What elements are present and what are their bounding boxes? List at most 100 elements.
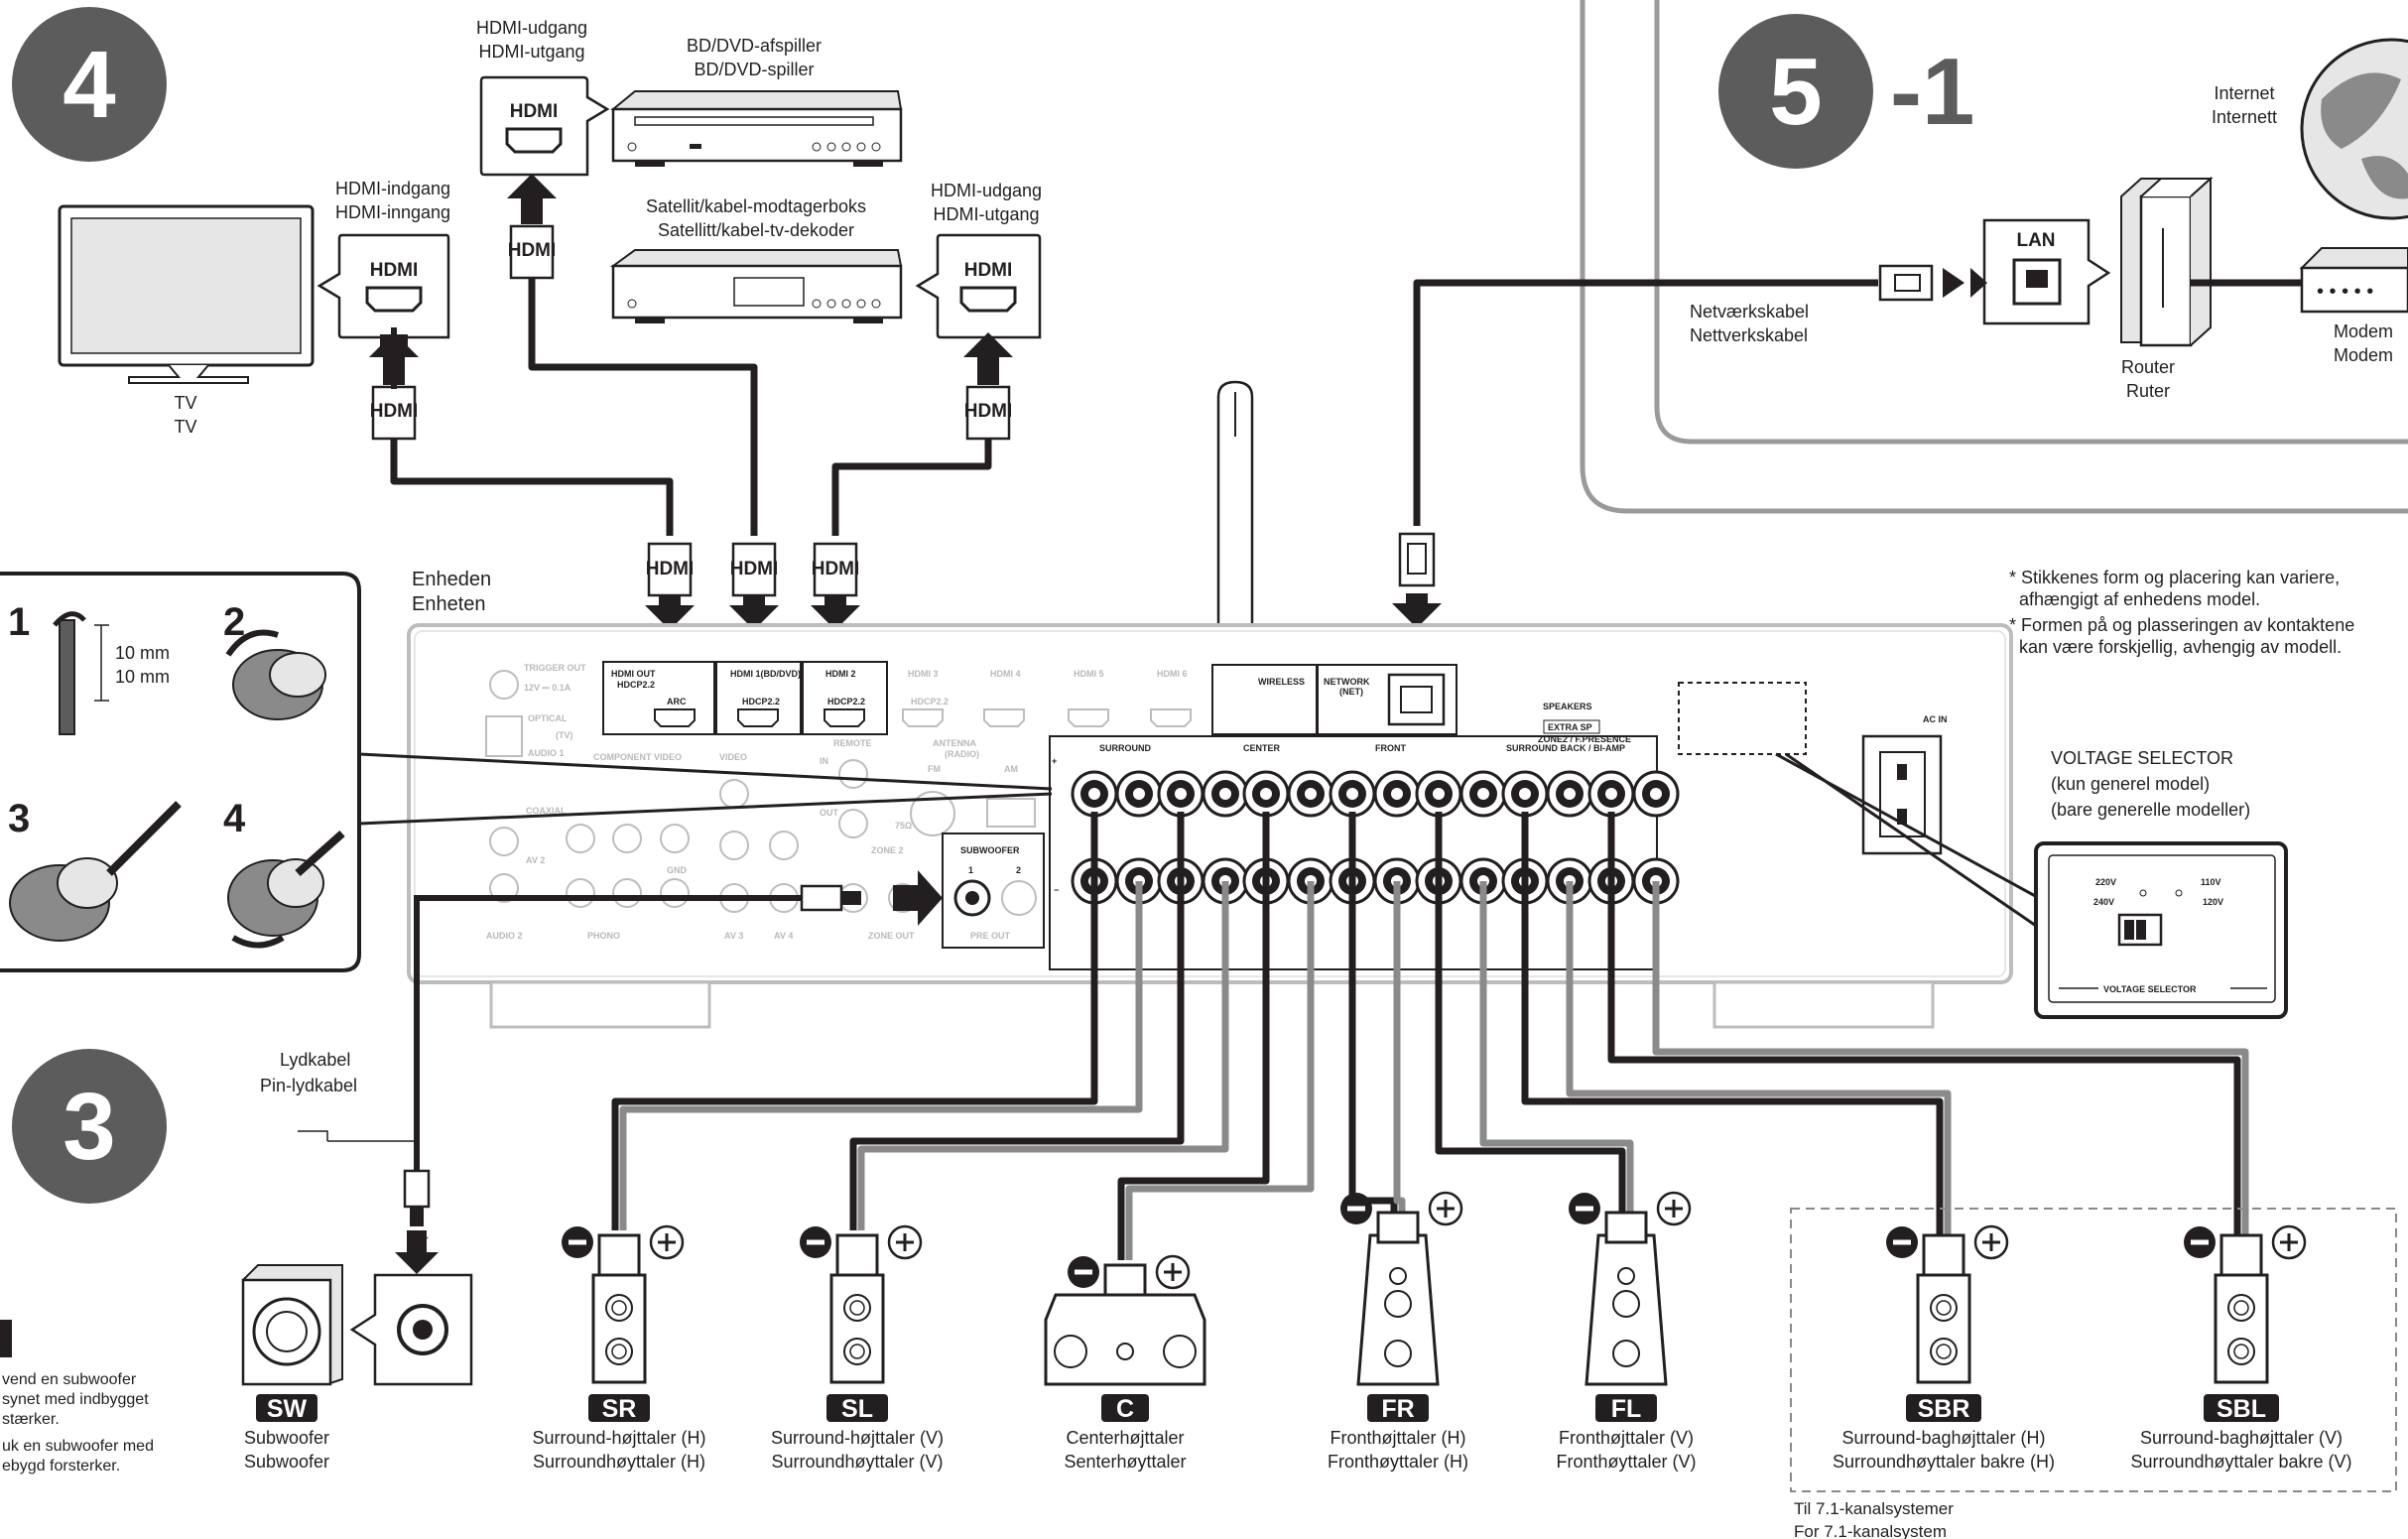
speaker-label: Fronthøjttaler (H)	[1330, 1428, 1465, 1448]
svg-text:HDMI 5: HDMI 5	[1074, 669, 1104, 679]
subwoofer-device	[241, 1264, 343, 1386]
speaker-cables	[611, 812, 2249, 1260]
wire-measure-no: 10 mm	[115, 667, 170, 687]
network-plug	[1392, 532, 1442, 628]
binding-post	[1415, 770, 1462, 818]
speaker-label: Fronthøjttaler (V)	[1559, 1428, 1694, 1448]
plus-icon	[1656, 1191, 1692, 1226]
step-4-number: 4	[63, 32, 115, 138]
binding-post	[1459, 770, 1507, 818]
plug-out-text: HDMI	[646, 559, 695, 579]
svg-text:ebygd forsterker.: ebygd forsterker.	[2, 1458, 120, 1475]
sat-label-da: Satellit/kabel-modtagerboks	[646, 196, 866, 216]
minus-icon	[1068, 1256, 1099, 1288]
binding-post	[1632, 770, 1680, 818]
tv-label-da: TV	[174, 393, 196, 413]
speaker-label: Fronthøyttaler (H)	[1328, 1452, 1468, 1472]
svg-text:TRIGGER OUT: TRIGGER OUT	[524, 663, 586, 673]
svg-text:COAXIAL: COAXIAL	[526, 806, 567, 816]
speaker-label: Surroundhøyttaler bakre (V)	[2130, 1452, 2351, 1472]
svg-text:2: 2	[1016, 865, 1021, 875]
tv-plug-text: HDMI	[370, 401, 419, 422]
subwoofer-note: vend en subwoofer synet med indbygget st…	[0, 1320, 154, 1475]
bd-label-no: BD/DVD-spiller	[694, 60, 814, 79]
svg-text:AV 2: AV 2	[526, 855, 545, 865]
speaker-tag: SW	[267, 1395, 308, 1423]
svg-text:(kun generel model): (kun generel model)	[2051, 774, 2210, 794]
netcable-label-no: Nettverkskabel	[1690, 325, 1808, 345]
minus-icon	[562, 1226, 593, 1258]
unit-label-da: Enheden	[412, 569, 491, 590]
bd-port-label-da: HDMI-udgang	[476, 18, 587, 38]
tv-hdmi-port-box: HDMI	[317, 233, 450, 339]
svg-text:(RADIO): (RADIO)	[945, 749, 979, 759]
svg-text:synet med indbygget: synet med indbygget	[2, 1391, 149, 1408]
svg-text:(TV): (TV)	[556, 730, 573, 740]
speaker-label: Fronthøyttaler (V)	[1556, 1452, 1696, 1472]
speaker-tag: C	[1116, 1395, 1134, 1423]
binding-post	[1115, 770, 1163, 818]
speaker-terminal-icon	[225, 629, 326, 720]
svg-text:240V: 240V	[2093, 897, 2114, 907]
panel-hdmi-out: HDMI OUT	[611, 669, 656, 679]
speaker-label: Surround-højttaler (V)	[771, 1428, 944, 1448]
svg-text:* Stikkenes form og placering: * Stikkenes form og placering kan varier…	[2009, 568, 2340, 587]
router-device: Router Ruter	[2120, 176, 2214, 401]
hdmi-port-icon	[959, 286, 1017, 313]
svg-text:HDCP2.2: HDCP2.2	[911, 697, 949, 706]
left-panel-labels: TRIGGER OUT 12V ⎓ 0.1A OPTICAL (TV) AUDI…	[486, 663, 1018, 941]
router-label-da: Router	[2121, 357, 2175, 377]
minus-icon	[2184, 1226, 2216, 1258]
receiver-hdmi-plugs: HDMI HDMI HDMI	[645, 542, 860, 630]
speaker-label: Senterhøyttaler	[1064, 1452, 1186, 1472]
tv-device: TV TV	[58, 204, 315, 437]
svg-text:ZONE2 / F.PRESENCE: ZONE2 / F.PRESENCE	[1538, 734, 1631, 744]
internet-label-no: Internett	[2212, 107, 2277, 127]
plus-icon	[1155, 1254, 1191, 1290]
svg-text:IN: IN	[820, 756, 828, 766]
speaker-tag: FL	[1611, 1395, 1642, 1423]
svg-text:HDCP2.2: HDCP2.2	[742, 697, 780, 706]
seven-one-label-da: Til 7.1-kanalsystemer	[1794, 1499, 1954, 1518]
svg-text:+: +	[1052, 756, 1057, 766]
svg-text:* Formen på og plasseringen av: * Formen på og plasseringen av kontakten…	[2009, 615, 2354, 635]
step-5-badge: 5 -1	[1718, 14, 1974, 169]
speakers-row: SWSubwooferSubwooferSRSurround-højttaler…	[244, 1191, 2352, 1472]
svg-text:HDMI 3: HDMI 3	[908, 669, 939, 679]
binding-post	[1546, 770, 1593, 818]
sat-label-no: Satellitt/kabel-tv-dekoder	[658, 220, 854, 240]
panel-speakers: SPEAKERS	[1543, 702, 1592, 711]
speaker-tag: SL	[841, 1395, 873, 1423]
wire-step-4: 4	[223, 797, 246, 840]
svg-text:VIDEO: VIDEO	[719, 752, 747, 762]
svg-text:afhængigt af enhedens model.: afhængigt af enhedens model.	[2009, 589, 2260, 609]
netcable-label-da: Netværkskabel	[1690, 302, 1809, 321]
bd-port-label-no: HDMI-utgang	[478, 42, 584, 62]
subwoofer-cable: Lydkabel Pin-lydkabel	[260, 870, 943, 1274]
plus-icon	[649, 1224, 685, 1260]
router-label-no: Ruter	[2126, 381, 2170, 401]
panel-hdmi2: HDMI 2	[825, 669, 856, 679]
sat-port-label-da: HDMI-udgang	[931, 181, 1042, 200]
minus-icon	[1569, 1193, 1600, 1224]
speaker-tag: SBR	[1918, 1395, 1970, 1423]
binding-post	[1373, 770, 1421, 818]
svg-text:AV 3: AV 3	[724, 931, 743, 941]
svg-text:PRE OUT: PRE OUT	[970, 931, 1011, 941]
network-frame	[1580, 0, 2408, 514]
wire-step-2: 2	[223, 600, 245, 644]
panel-hdmi1: HDMI 1(BD/DVD)	[730, 669, 801, 679]
step-3-badge: 3	[12, 1049, 167, 1204]
hdmi-cables	[390, 248, 992, 536]
svg-text:PHONO: PHONO	[587, 931, 620, 941]
plus-icon	[2271, 1224, 2307, 1260]
svg-text:120V: 120V	[2203, 897, 2223, 907]
svg-text:EXTRA SP: EXTRA SP	[1548, 722, 1592, 732]
bd-player-device	[610, 90, 903, 167]
minus-icon	[1886, 1226, 1918, 1258]
voltage-selector-label: VOLTAGE SELECTOR	[2103, 984, 2197, 994]
tv-hdmi-plug: HDMI	[369, 327, 419, 441]
